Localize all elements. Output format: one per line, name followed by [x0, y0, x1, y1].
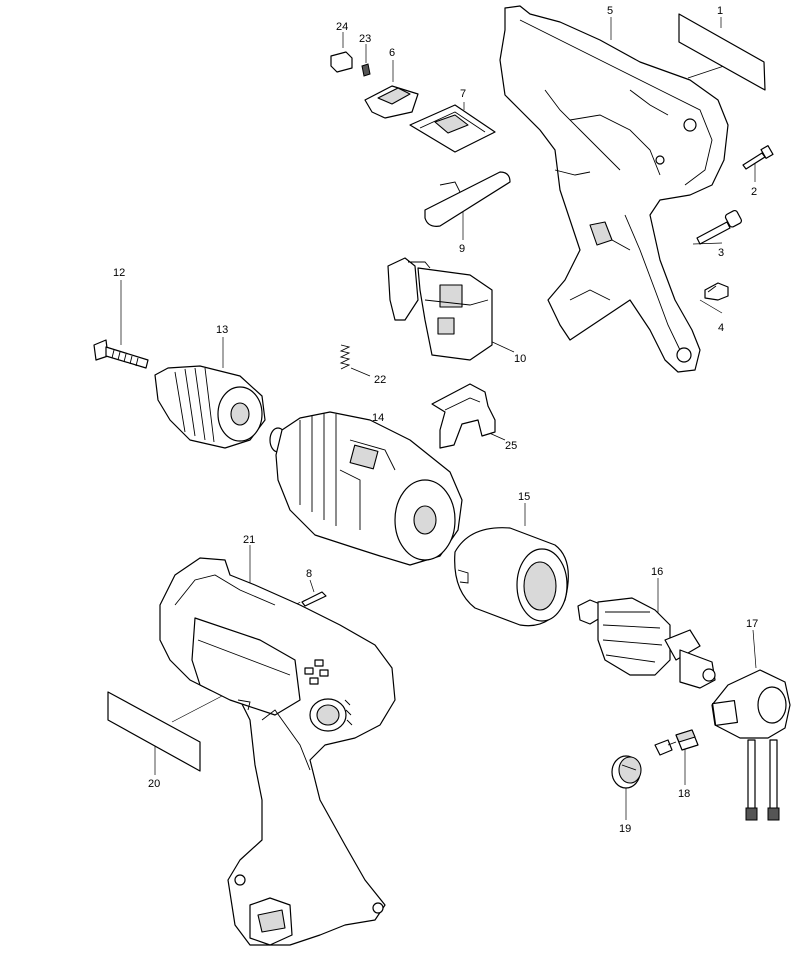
- callout-20: 20: [148, 778, 160, 790]
- part-10-switch: [387, 257, 493, 361]
- part-17-brush-holder: [711, 669, 791, 821]
- callout-6: 6: [389, 47, 395, 59]
- callout-14: 14: [372, 412, 384, 424]
- callout-24: 24: [336, 21, 348, 33]
- callout-21: 21: [243, 534, 255, 546]
- part-16-armature: [577, 597, 716, 689]
- callout-12: 12: [113, 267, 125, 279]
- part-2-screw: [742, 145, 774, 170]
- part-18-carbon-brush: [654, 729, 699, 756]
- callout-15: 15: [518, 491, 530, 503]
- part-23-spring: [361, 63, 371, 77]
- callout-13: 13: [216, 324, 228, 336]
- callout-25: 25: [505, 440, 517, 452]
- callout-2: 2: [751, 186, 757, 198]
- part-12-bolt: [93, 339, 149, 369]
- callout-9: 9: [459, 243, 465, 255]
- callout-22: 22: [374, 374, 386, 386]
- callout-4: 4: [718, 322, 724, 334]
- callout-19: 19: [619, 823, 631, 835]
- part-21-housing-set: [159, 557, 396, 946]
- part-15-magnet-housing: [454, 527, 569, 627]
- callout-8: 8: [306, 568, 312, 580]
- callout-5: 5: [607, 5, 613, 17]
- part-25-brush-holder: [431, 383, 496, 449]
- part-8-pin: [301, 591, 327, 607]
- callout-numbers: 1 2 3 4 5 6 7 8 9 10 12 13 14 15 16 17 1…: [113, 5, 758, 835]
- callout-1: 1: [717, 5, 723, 17]
- part-13-drill-chuck: [154, 365, 266, 449]
- part-5-housing-half: [499, 5, 729, 373]
- callout-17: 17: [746, 618, 758, 630]
- part-19-brush-cap: [611, 755, 642, 789]
- part-24-cap: [330, 51, 353, 73]
- callout-3: 3: [718, 247, 724, 259]
- part-4-clip: [704, 282, 729, 301]
- part-3-screw: [696, 209, 743, 245]
- part-1-nameplate: [678, 13, 766, 91]
- callout-16: 16: [651, 566, 663, 578]
- part-14-gear-assembly: [269, 411, 463, 566]
- callout-23: 23: [359, 33, 371, 45]
- part-7-switch-plate: [409, 104, 496, 153]
- callout-18: 18: [678, 788, 690, 800]
- part-9-switch-knob: [424, 171, 511, 227]
- part-6-lever: [364, 85, 419, 119]
- part-20-label: [107, 691, 201, 772]
- part-22-spring: [339, 344, 351, 370]
- callout-7: 7: [460, 88, 466, 100]
- callout-10: 10: [514, 353, 526, 365]
